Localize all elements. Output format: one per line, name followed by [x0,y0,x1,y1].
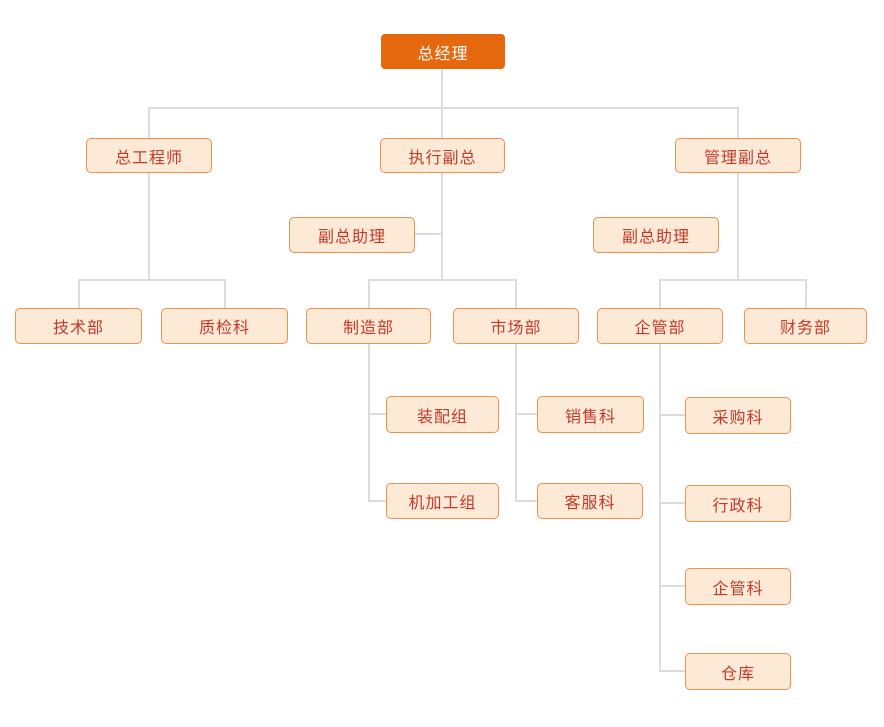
node-quality-inspection-section[interactable]: 质检科 [161,308,288,344]
connector-line [441,173,443,281]
connector-line [805,281,807,308]
node-customer-service-section[interactable]: 客服科 [537,483,643,519]
node-technology-dept[interactable]: 技术部 [15,308,142,344]
connector-line [661,502,685,504]
connector-line [737,173,739,281]
node-purchasing-section[interactable]: 采购科 [685,397,791,434]
node-assembly-group[interactable]: 装配组 [386,396,499,433]
node-machining-group[interactable]: 机加工组 [386,483,499,519]
connector-line [661,585,685,587]
connector-line [370,413,386,415]
connector-line [370,500,386,502]
node-vp-assistant-mgmt[interactable]: 副总助理 [593,217,719,253]
node-marketing-dept[interactable]: 市场部 [453,308,579,344]
connector-line [737,108,739,138]
node-manufacturing-dept[interactable]: 制造部 [306,308,431,344]
node-general-manager[interactable]: 总经理 [381,34,505,69]
connector-line [441,108,443,138]
connector-line [78,281,80,308]
connector-line [148,108,150,138]
connector-line [441,69,443,107]
connector-line [659,344,661,672]
connector-line [517,500,537,502]
connector-line [78,279,226,281]
connector-line [224,281,226,308]
connector-line [517,413,537,415]
node-vp-assistant-exec[interactable]: 副总助理 [289,217,415,253]
connector-line [368,344,370,502]
node-warehouse[interactable]: 仓库 [685,653,791,690]
node-executive-vp[interactable]: 执行副总 [380,138,505,173]
connector-line [148,173,150,281]
node-enterprise-mgmt-dept[interactable]: 企管部 [597,308,723,344]
connector-line [659,281,661,308]
node-chief-engineer[interactable]: 总工程师 [86,138,212,173]
node-finance-dept[interactable]: 财务部 [744,308,867,344]
connector-line [659,279,807,281]
connector-line [148,107,739,109]
node-sales-section[interactable]: 销售科 [537,396,644,433]
connector-line [415,233,442,235]
node-admin-section[interactable]: 行政科 [685,485,791,522]
node-enterprise-mgmt-section[interactable]: 企管科 [685,568,791,605]
connector-line [661,414,685,416]
connector-line [368,281,370,308]
connector-line [515,281,517,308]
node-management-vp[interactable]: 管理副总 [675,138,801,173]
connector-line [368,279,517,281]
connector-line [661,670,685,672]
connector-line [515,344,517,502]
